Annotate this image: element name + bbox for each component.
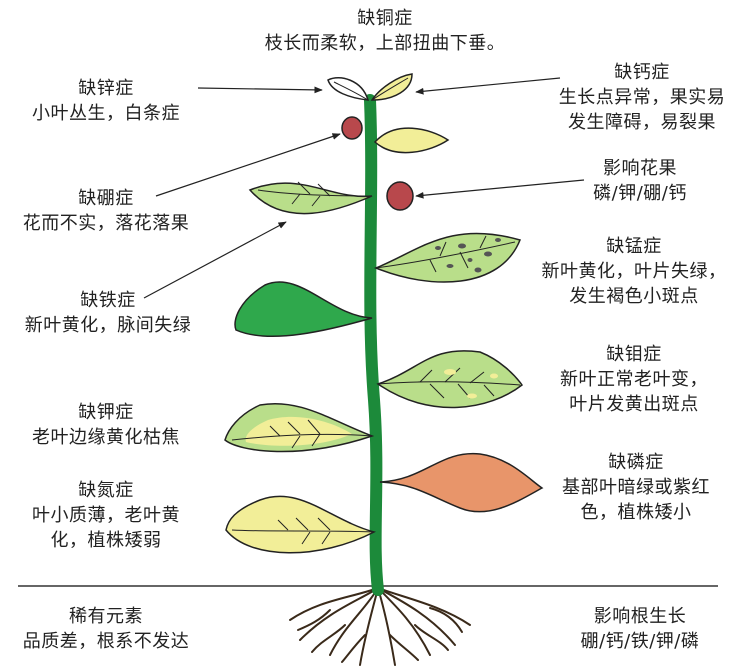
potassium-desc: 老叶边缘黄化枯焦 (32, 427, 180, 448)
phosphorus-caption: 缺磷症 基部叶暗绿或紫红 色，植株矮小 (562, 450, 710, 525)
roots (289, 587, 471, 666)
zinc-shoot-leaf (327, 77, 370, 101)
flower-fruit-caption: 影响花果 磷/钾/硼/钙 (593, 156, 687, 206)
molybdenum-line2: 叶片发黄出斑点 (569, 394, 699, 415)
boron-desc: 花而不实，落花落果 (22, 213, 190, 234)
copper-title: 缺铜症 (357, 8, 413, 29)
manganese-title: 缺锰症 (606, 236, 662, 257)
upper-yellow-leaf (373, 127, 450, 154)
manganese-leaf (374, 232, 522, 283)
root-growth-caption: 影响根生长 硼/钙/铁/钾/磷 (581, 604, 700, 654)
iron-leaf (234, 281, 373, 337)
rare-elements-desc: 品质差，根系不发达 (22, 631, 190, 652)
calcium-line2: 发生障碍，易裂果 (568, 112, 716, 133)
pointer-arrows (143, 77, 585, 299)
phosphorus-leaf (379, 452, 544, 513)
potassium-title: 缺钾症 (78, 402, 134, 423)
calcium-title: 缺钙症 (614, 62, 670, 83)
flower-fruit-desc: 磷/钾/硼/钙 (593, 183, 687, 204)
iron-desc: 新叶黄化，脉间失绿 (24, 315, 192, 336)
boron-caption: 缺硼症 花而不实，落花落果 (23, 186, 190, 236)
zinc-caption: 缺锌症 小叶丛生，白条症 (32, 76, 180, 126)
boron-leaf (248, 181, 373, 215)
calcium-caption: 缺钙症 生长点异常，果实易 发生障碍，易裂果 (559, 60, 726, 135)
manganese-line2: 发生褐色小斑点 (569, 286, 699, 307)
copper-caption: 缺铜症 枝长而柔软，上部扭曲下垂。 (265, 6, 506, 56)
root-growth-title: 影响根生长 (593, 606, 687, 627)
rare-elements-caption: 稀有元素 品质差，根系不发达 (23, 604, 190, 654)
manganese-caption: 缺锰症 新叶黄化，叶片失绿， 发生褐色小斑点 (542, 234, 727, 309)
molybdenum-title: 缺钼症 (606, 344, 662, 365)
nitrogen-caption: 缺氮症 叶小质薄，老叶黄 化，植株矮弱 (32, 478, 180, 553)
arrow-calcium (415, 77, 561, 95)
rare-elements-title: 稀有元素 (69, 606, 143, 627)
phosphorus-line2: 色，植株矮小 (580, 502, 692, 523)
copper-desc: 枝长而柔软，上部扭曲下垂。 (264, 33, 506, 54)
phosphorus-line1: 基部叶暗绿或紫红 (562, 477, 710, 498)
fruit-upper (341, 116, 363, 140)
molybdenum-line1: 新叶正常老叶变， (560, 369, 708, 390)
fruit-lower (386, 181, 414, 211)
potassium-caption: 缺钾症 老叶边缘黄化枯焦 (32, 400, 180, 450)
arrow-boron (155, 133, 341, 197)
phosphorus-title: 缺磷症 (608, 452, 664, 473)
calcium-shoot-leaf (370, 73, 413, 101)
zinc-title: 缺锌症 (78, 78, 134, 99)
iron-title: 缺铁症 (80, 290, 136, 311)
calcium-line1: 生长点异常，果实易 (558, 87, 726, 108)
stem (364, 94, 384, 596)
boron-title: 缺硼症 (78, 188, 134, 209)
zinc-desc: 小叶丛生，白条症 (32, 103, 180, 124)
molybdenum-leaf (376, 350, 524, 409)
arrow-zinc (197, 86, 323, 94)
manganese-line1: 新叶黄化，叶片失绿， (541, 261, 727, 282)
flower-fruit-title: 影响花果 (602, 158, 677, 179)
nitrogen-line2: 化，植株矮弱 (50, 530, 162, 551)
arrow-flower-fruit (415, 179, 585, 199)
iron-caption: 缺铁症 新叶黄化，脉间失绿 (25, 288, 192, 338)
root-growth-desc: 硼/钙/铁/钾/磷 (580, 631, 700, 652)
molybdenum-caption: 缺钼症 新叶正常老叶变， 叶片发黄出斑点 (560, 342, 708, 417)
potassium-leaf (224, 403, 375, 453)
nitrogen-leaf (225, 495, 377, 554)
nitrogen-line1: 叶小质薄，老叶黄 (32, 505, 180, 526)
nitrogen-title: 缺氮症 (78, 480, 134, 501)
arrow-iron (143, 221, 287, 299)
